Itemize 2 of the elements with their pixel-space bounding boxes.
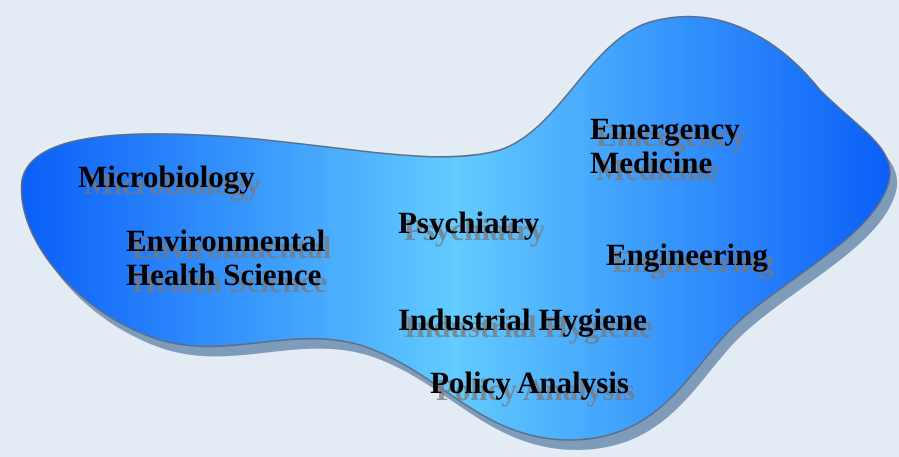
field-label: Emergency Medicine bbox=[590, 112, 741, 180]
field-label: Environmental Health Science bbox=[126, 224, 326, 292]
